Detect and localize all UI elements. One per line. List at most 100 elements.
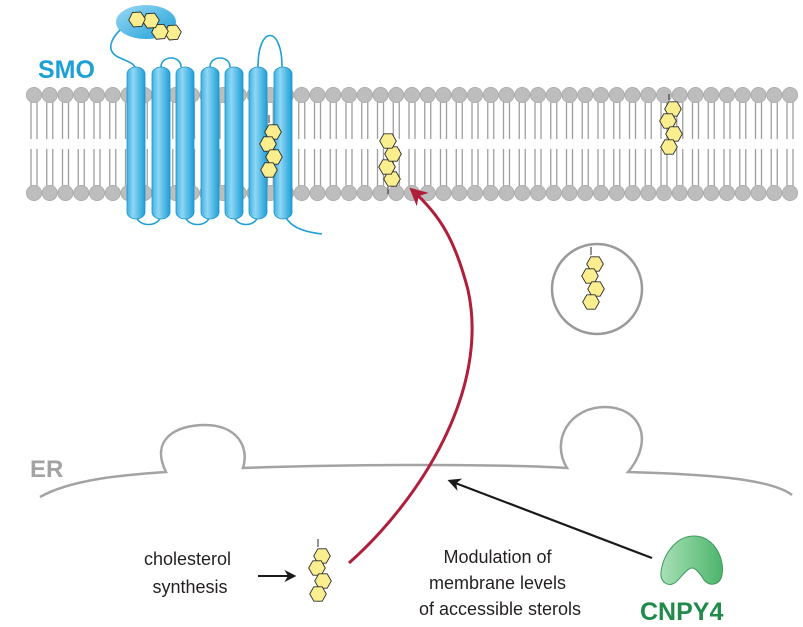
lipid-head	[624, 87, 641, 104]
cnpy4-protein-icon	[660, 535, 724, 585]
sterol-ring	[142, 12, 160, 29]
lipid-head	[388, 87, 405, 104]
lipid-head	[640, 184, 657, 201]
lipid-head	[356, 184, 373, 201]
lipid-head	[530, 184, 547, 201]
lipid-head	[750, 87, 767, 104]
lipid-head	[671, 87, 688, 104]
cholesterol-synthesis-caption: cholesterol synthesis	[144, 549, 236, 597]
lipid-head	[640, 87, 657, 104]
lipid-pair	[25, 87, 42, 201]
modulation-caption: Modulation of membrane levels of accessi…	[419, 547, 581, 619]
lipid-head	[766, 184, 783, 201]
lipid-pair	[89, 87, 106, 201]
lipid-head	[451, 184, 468, 201]
lipid-pair	[451, 87, 468, 201]
sterol-ring	[378, 159, 396, 175]
lipid-head	[734, 87, 751, 104]
lipid-head	[104, 87, 121, 104]
smo-helix-3	[175, 66, 195, 220]
sterol-ring	[586, 256, 604, 272]
lipid-pair	[403, 87, 420, 201]
lipid-pair	[608, 87, 625, 201]
lipid-pair	[340, 87, 357, 201]
lipid-head	[782, 184, 799, 201]
sterol-ring	[309, 586, 327, 602]
sterol-ring	[265, 149, 283, 165]
lipid-pair	[309, 87, 326, 201]
smo-tm-bound-sterol	[259, 115, 283, 178]
lipid-head	[104, 184, 121, 201]
er-label: ER	[30, 456, 63, 483]
lipid-head	[545, 184, 562, 201]
lipid-pair	[498, 87, 515, 201]
lipid-head	[482, 87, 499, 104]
lipid-pair	[104, 87, 121, 201]
lipid-pair	[750, 87, 767, 201]
sterol-ring	[587, 281, 605, 297]
lipid-pair	[325, 87, 342, 201]
sterol-ring	[164, 24, 182, 41]
lipid-pair	[624, 87, 641, 201]
sterol-ring	[581, 268, 599, 284]
lipid-head	[687, 87, 704, 104]
membrane-sterol-outer	[659, 94, 683, 155]
lipid-head	[545, 87, 562, 104]
lipid-pair	[57, 87, 74, 201]
lipid-head	[719, 87, 736, 104]
lipid-head	[514, 184, 531, 201]
lipid-head	[656, 87, 673, 104]
lipid-head	[498, 87, 515, 104]
lipid-head	[577, 87, 594, 104]
lipid-head	[89, 87, 106, 104]
lipid-head	[687, 184, 704, 201]
sterol-ring	[259, 136, 277, 152]
sterol-ring	[660, 139, 678, 155]
cnpy4-modulation-arrow	[447, 478, 653, 560]
lipid-head	[419, 87, 436, 104]
lipid-head	[766, 87, 783, 104]
smo-crd-bound-sterol	[128, 11, 182, 41]
lipid-head	[719, 184, 736, 201]
smo-helix-5	[224, 66, 244, 220]
lipid-head	[561, 87, 578, 104]
sterol-ring	[128, 11, 146, 28]
smo-helix-1	[126, 66, 146, 220]
lipid-pair	[561, 87, 578, 201]
lipid-head	[73, 184, 90, 201]
lipid-head	[403, 87, 420, 104]
sterol-ring	[314, 573, 332, 589]
lipid-head	[593, 184, 610, 201]
lipid-pair	[766, 87, 783, 201]
lipid-pair	[545, 87, 562, 201]
lipid-head	[356, 87, 373, 104]
lipid-head	[57, 184, 74, 201]
lipid-head	[57, 87, 74, 104]
lipid-pair	[530, 87, 547, 201]
lipid-head	[703, 184, 720, 201]
lipid-head	[577, 184, 594, 201]
lipid-pair	[593, 87, 610, 201]
lipid-head	[325, 87, 342, 104]
lipid-head	[561, 184, 578, 201]
lipid-pair	[41, 87, 58, 201]
sterol-ring	[664, 101, 682, 117]
lipid-head	[466, 184, 483, 201]
lipid-head	[750, 184, 767, 201]
lipid-head	[41, 184, 58, 201]
lipid-pair	[577, 87, 594, 201]
sterol-transport-arrow	[348, 187, 474, 565]
lipid-head	[293, 184, 310, 201]
lipid-head	[624, 184, 641, 201]
lipid-pair	[734, 87, 751, 201]
lipid-head	[89, 184, 106, 201]
lipid-head	[388, 184, 405, 201]
sterol-ring	[384, 146, 402, 162]
lipid-head	[340, 184, 357, 201]
lipid-head	[25, 184, 42, 201]
smo-helix-4	[200, 66, 220, 220]
lipid-pair	[466, 87, 483, 201]
sterol-ring	[659, 113, 677, 129]
lipid-head	[656, 184, 673, 201]
